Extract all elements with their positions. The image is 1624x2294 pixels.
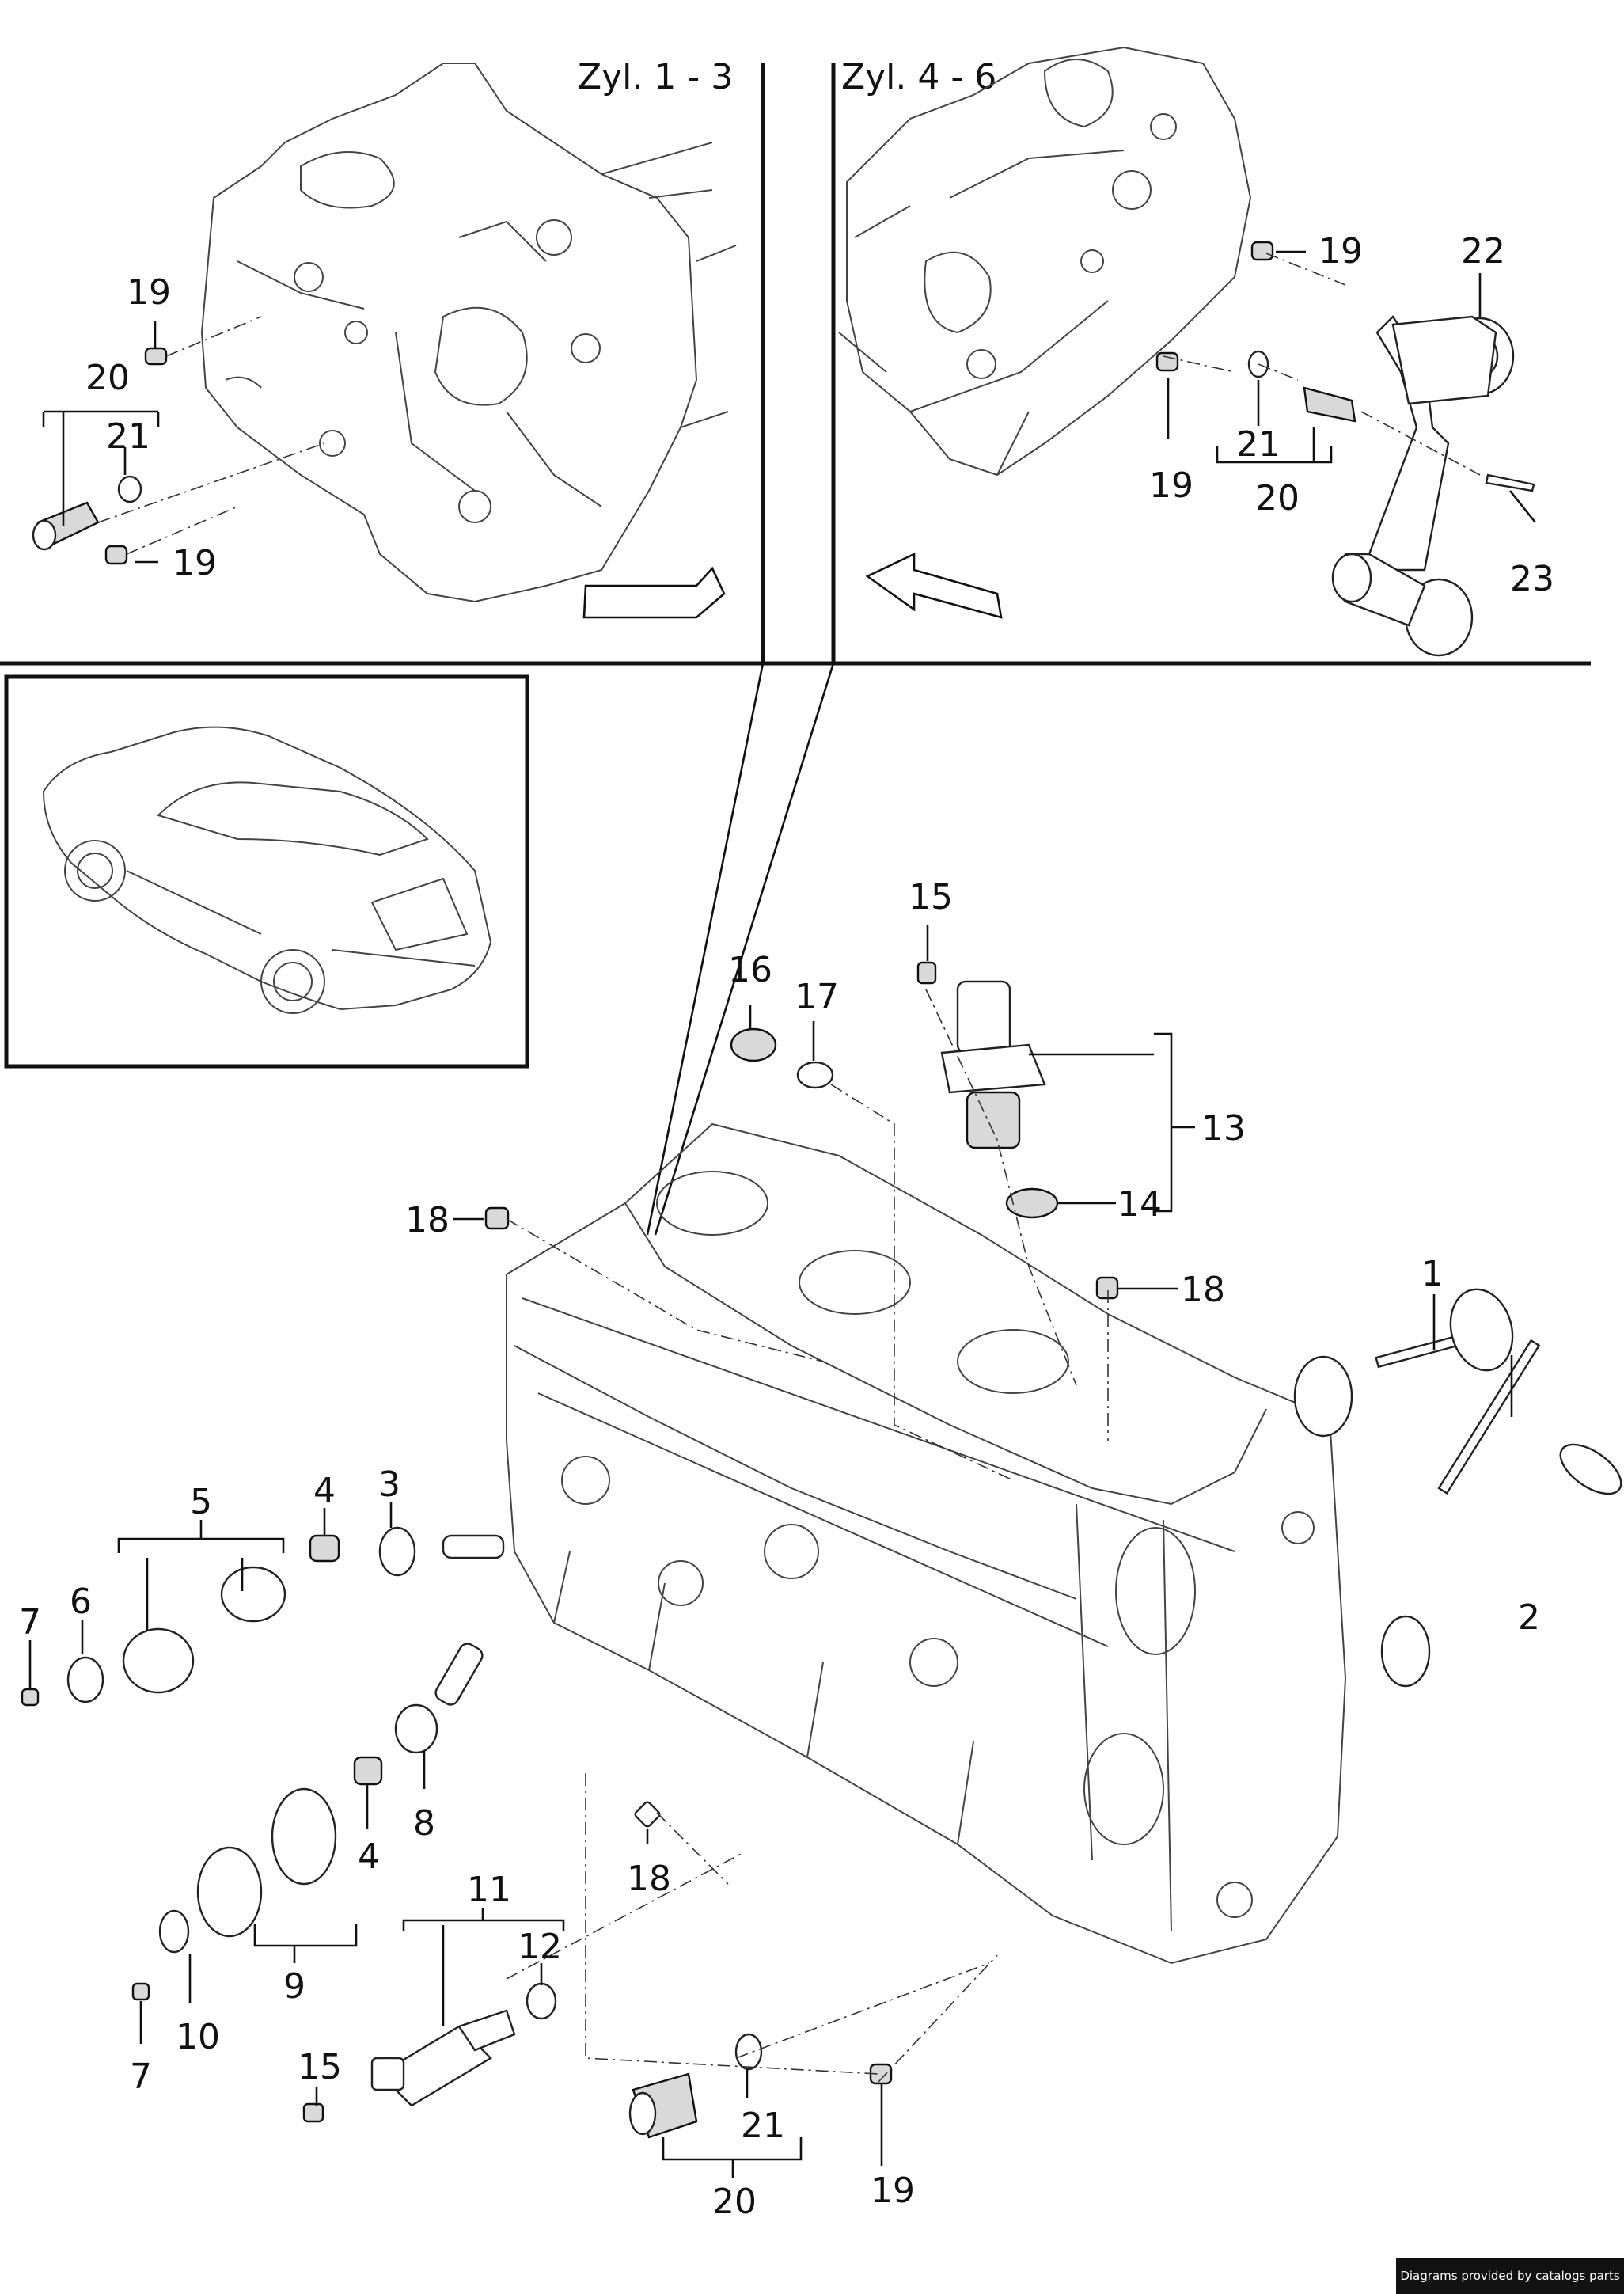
leader-lines bbox=[28, 250, 1537, 2178]
callout-21: 21 bbox=[1236, 424, 1281, 465]
callout-12: 12 bbox=[518, 1927, 562, 1967]
callout-7: 7 bbox=[19, 1602, 41, 1643]
top-right-small-parts bbox=[1155, 241, 1535, 492]
callout-20: 20 bbox=[712, 2182, 757, 2222]
spring-group-upper bbox=[21, 1526, 505, 1707]
plug-16-ring-17 bbox=[730, 1027, 834, 1089]
callout-1: 1 bbox=[1421, 1254, 1444, 1294]
callout-2: 2 bbox=[1518, 1597, 1540, 1638]
callout-16: 16 bbox=[728, 950, 772, 990]
callout-19: 19 bbox=[127, 272, 171, 313]
frame-lines bbox=[0, 63, 1591, 1236]
callout-15: 15 bbox=[909, 877, 953, 917]
callout-15: 15 bbox=[298, 2047, 342, 2087]
callout-21: 21 bbox=[106, 416, 150, 457]
callout-14: 14 bbox=[1117, 1184, 1162, 1225]
callout-23: 23 bbox=[1510, 559, 1554, 599]
callout-numbers: 19 20 21 19 19 22 19 21 20 23 15 16 17 1… bbox=[19, 231, 1554, 2222]
engine-block-top-right bbox=[838, 46, 1252, 477]
header-cylinders-1-3: Zyl. 1 - 3 bbox=[578, 57, 733, 97]
callout-22: 22 bbox=[1461, 231, 1505, 272]
bottom-filter-20 bbox=[628, 2033, 893, 2139]
callout-17: 17 bbox=[795, 977, 839, 1017]
callout-10: 10 bbox=[176, 2017, 220, 2057]
callout-8: 8 bbox=[413, 1803, 435, 1844]
valve-2 bbox=[1380, 1339, 1622, 1688]
top-left-small-parts bbox=[32, 316, 325, 565]
callout-19: 19 bbox=[173, 543, 217, 583]
callout-13: 13 bbox=[1201, 1108, 1246, 1149]
car-thumbnail bbox=[4, 674, 529, 1069]
bracket-22 bbox=[1331, 315, 1515, 657]
cylinder-head-main bbox=[506, 1122, 1347, 1965]
plugs-18 bbox=[484, 1206, 1119, 1828]
callout-19: 19 bbox=[871, 2171, 915, 2211]
callout-19: 19 bbox=[1149, 465, 1193, 506]
callout-18: 18 bbox=[1181, 1270, 1225, 1310]
callout-6: 6 bbox=[70, 1582, 92, 1622]
callout-5: 5 bbox=[190, 1482, 212, 1522]
callout-18: 18 bbox=[627, 1859, 671, 1899]
callout-20: 20 bbox=[85, 358, 130, 398]
solenoid-11 bbox=[302, 1982, 557, 2123]
callout-4: 4 bbox=[358, 1836, 380, 1877]
callout-4: 4 bbox=[313, 1471, 336, 1511]
solenoid-13 bbox=[916, 961, 1059, 1219]
callout-3: 3 bbox=[378, 1464, 400, 1505]
dash-guides-main bbox=[506, 989, 1109, 2083]
engine-block-top-left bbox=[200, 63, 737, 603]
credit-badge: Diagrams provided by catalogs parts bbox=[1396, 2258, 1624, 2294]
callout-18: 18 bbox=[405, 1200, 450, 1240]
callout-21: 21 bbox=[741, 2106, 785, 2146]
valve-1 bbox=[1293, 1288, 1514, 1438]
callout-9: 9 bbox=[283, 1966, 305, 2007]
callout-11: 11 bbox=[467, 1870, 511, 1910]
direction-arrows bbox=[582, 552, 1003, 619]
header-cylinders-4-6: Zyl. 4 - 6 bbox=[841, 57, 996, 97]
callout-7: 7 bbox=[130, 2057, 152, 2097]
callout-20: 20 bbox=[1255, 478, 1300, 518]
spring-group-lower bbox=[131, 1643, 484, 2001]
callout-19: 19 bbox=[1319, 231, 1363, 272]
